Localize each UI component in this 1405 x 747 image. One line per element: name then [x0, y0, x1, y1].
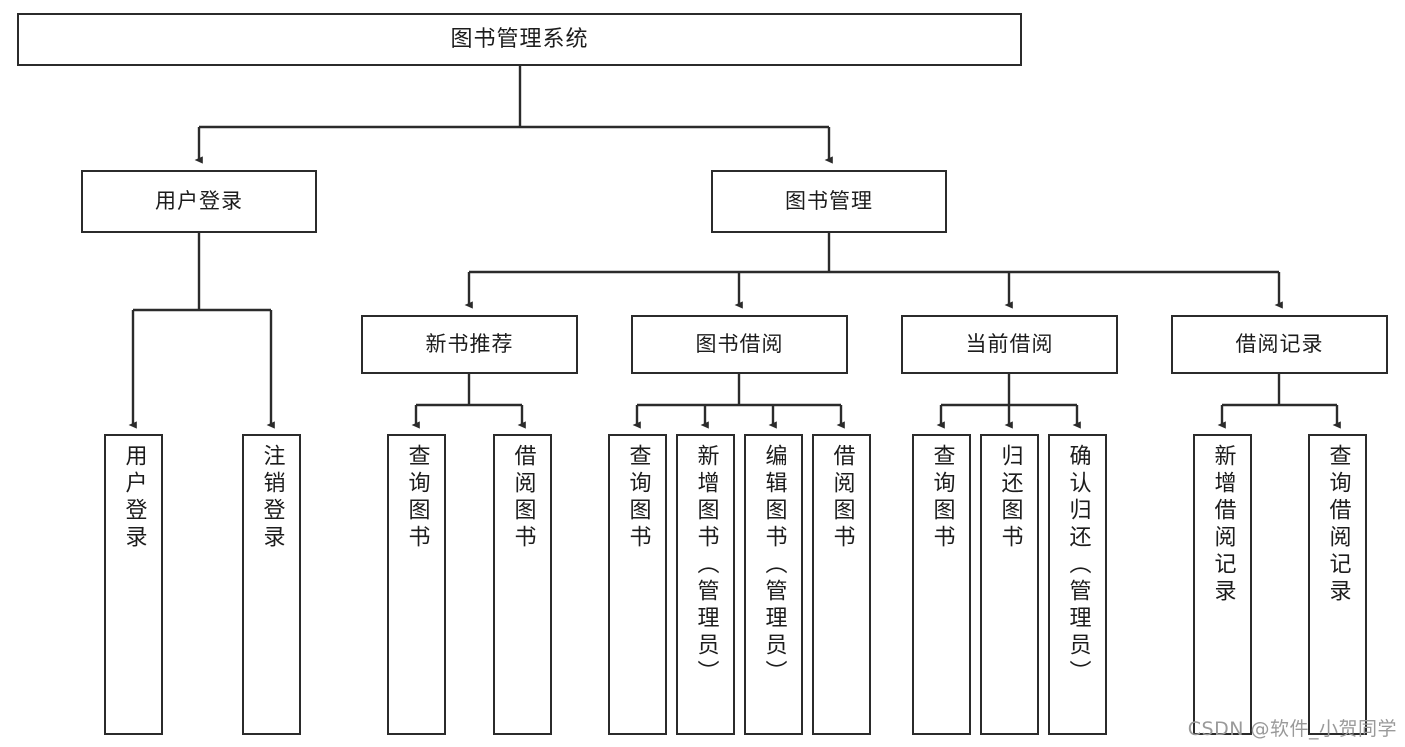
node-leaf-user-login[interactable]: 用户登录	[104, 434, 163, 735]
node-leaf-logout[interactable]: 注销登录	[242, 434, 301, 735]
node-leaf-return-book-label: 归还图书	[997, 444, 1023, 552]
node-leaf-query-book-current[interactable]: 查询图书	[912, 434, 971, 735]
node-leaf-edit-book-admin-label: 编辑图书（管理员）	[761, 444, 787, 687]
node-leaf-borrow-book[interactable]: 借阅图书	[812, 434, 871, 735]
node-new-book-recommend[interactable]: 新书推荐	[361, 315, 578, 374]
node-leaf-edit-book-admin[interactable]: 编辑图书（管理员）	[744, 434, 803, 735]
node-leaf-query-book-newbook[interactable]: 查询图书	[387, 434, 446, 735]
node-current-borrow-label: 当前借阅	[965, 332, 1054, 357]
node-leaf-query-borrow-record[interactable]: 查询借阅记录	[1308, 434, 1367, 735]
node-leaf-query-book-borrow[interactable]: 查询图书	[608, 434, 667, 735]
node-borrow-record-label: 借阅记录	[1235, 332, 1324, 357]
node-leaf-return-book[interactable]: 归还图书	[980, 434, 1039, 735]
watermark-text: CSDN @软件_小贺同学	[1187, 718, 1397, 740]
node-leaf-confirm-return-admin-label: 确认归还（管理员）	[1065, 444, 1091, 687]
node-new-book-recommend-label: 新书推荐	[425, 332, 514, 357]
node-user-login[interactable]: 用户登录	[81, 170, 317, 233]
node-root-system-label: 图书管理系统	[450, 26, 589, 52]
node-leaf-query-book-borrow-label: 查询图书	[625, 444, 651, 552]
node-book-borrow[interactable]: 图书借阅	[631, 315, 848, 374]
node-leaf-add-book-admin[interactable]: 新增图书（管理员）	[676, 434, 735, 735]
node-book-management-label: 图书管理	[785, 189, 873, 214]
node-leaf-borrow-book-newbook-label: 借阅图书	[510, 444, 536, 552]
node-leaf-add-book-admin-label: 新增图书（管理员）	[693, 444, 719, 687]
node-book-management[interactable]: 图书管理	[711, 170, 947, 233]
node-leaf-borrow-book-newbook[interactable]: 借阅图书	[493, 434, 552, 735]
node-user-login-label: 用户登录	[155, 189, 243, 214]
node-leaf-borrow-book-label: 借阅图书	[829, 444, 855, 552]
node-borrow-record[interactable]: 借阅记录	[1171, 315, 1388, 374]
node-leaf-add-borrow-record[interactable]: 新增借阅记录	[1193, 434, 1252, 735]
node-leaf-logout-label: 注销登录	[259, 444, 285, 552]
node-leaf-query-borrow-record-label: 查询借阅记录	[1325, 444, 1351, 606]
node-leaf-add-borrow-record-label: 新增借阅记录	[1210, 444, 1236, 606]
node-leaf-confirm-return-admin[interactable]: 确认归还（管理员）	[1048, 434, 1107, 735]
node-leaf-query-book-current-label: 查询图书	[929, 444, 955, 552]
node-leaf-query-book-newbook-label: 查询图书	[404, 444, 430, 552]
node-book-borrow-label: 图书借阅	[695, 332, 784, 357]
node-current-borrow[interactable]: 当前借阅	[901, 315, 1118, 374]
node-root-system[interactable]: 图书管理系统	[17, 13, 1022, 66]
node-leaf-user-login-label: 用户登录	[121, 444, 147, 552]
